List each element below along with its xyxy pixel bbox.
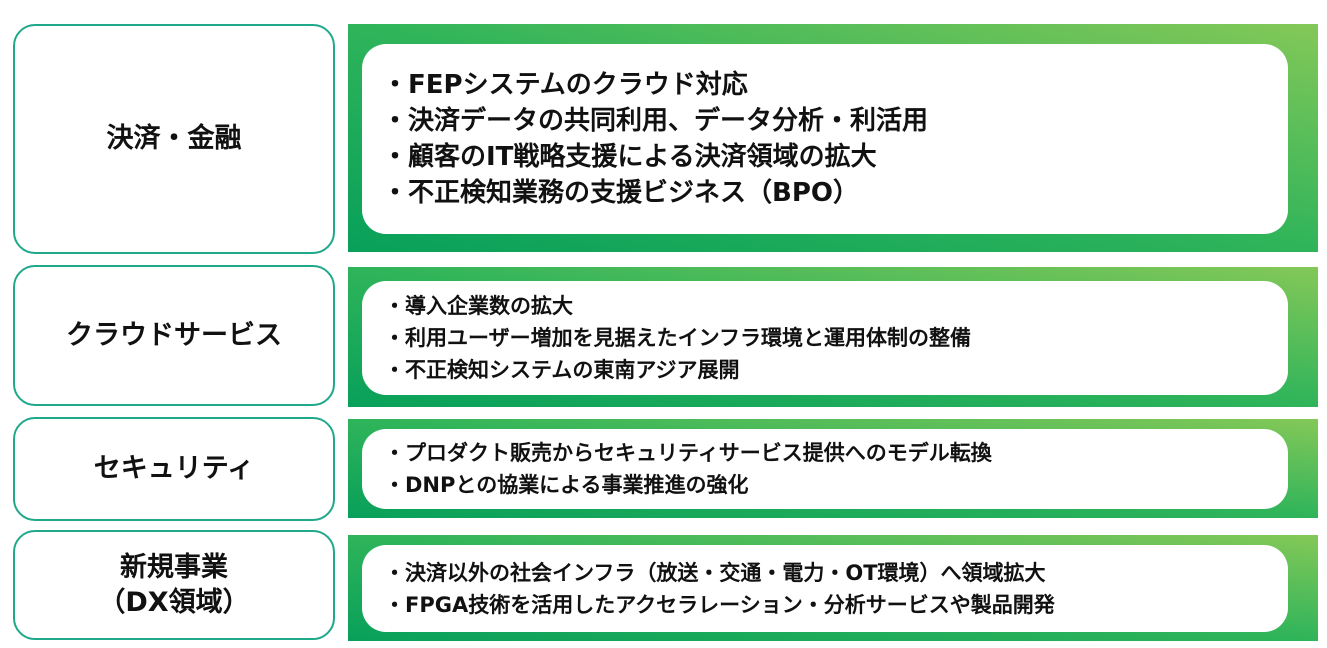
initiatives-band: ・FEPシステムのクラウド対応 ・決済データの共同利用、データ分析・利活用 ・顧… [348,24,1318,252]
initiative-item: ・利用ユーザー増加を見据えたインフラ環境と運用体制の整備 [384,326,971,350]
category-label: クラウドサービス [66,319,282,351]
category-label: セキュリティ [93,453,255,485]
category-label: 決済・金融 [106,123,242,155]
initiatives-card: ・プロダクト販売からセキュリティサービス提供へのモデル転換 ・DNPとの協業によ… [362,429,1288,509]
initiative-item: ・DNPとの協業による事業推進の強化 [384,473,749,497]
row-new-business-dx: 新規事業 （DX領域） ・決済以外の社会インフラ（放送・交通・電力・OT環境）へ… [0,530,1327,642]
row-payment-finance: 決済・金融 ・FEPシステムのクラウド対応 ・決済データの共同利用、データ分析・… [0,24,1327,254]
initiative-item: ・導入企業数の拡大 [384,294,573,318]
category-label-box: 新規事業 （DX領域） [13,530,335,640]
category-label: 新規事業 [120,551,228,583]
category-label-box: セキュリティ [13,417,335,521]
initiative-item: ・決済データの共同利用、データ分析・利活用 [382,106,929,136]
row-cloud-services: クラウドサービス ・導入企業数の拡大 ・利用ユーザー増加を見据えたインフラ環境と… [0,265,1327,408]
category-label-box: クラウドサービス [13,265,335,406]
initiative-item: ・顧客のIT戦略支援による決済領域の拡大 [382,142,877,172]
initiatives-card: ・FEPシステムのクラウド対応 ・決済データの共同利用、データ分析・利活用 ・顧… [362,44,1288,234]
initiative-item: ・決済以外の社会インフラ（放送・交通・電力・OT環境）へ領域拡大 [384,560,1046,585]
initiative-item: ・不正検知業務の支援ビジネス（BPO） [382,178,859,208]
initiatives-band: ・決済以外の社会インフラ（放送・交通・電力・OT環境）へ領域拡大 ・FPGA技術… [348,535,1318,641]
initiative-item: ・不正検知システムの東南アジア展開 [384,358,740,382]
initiative-item: ・FEPシステムのクラウド対応 [382,70,748,100]
initiatives-card: ・導入企業数の拡大 ・利用ユーザー増加を見据えたインフラ環境と運用体制の整備 ・… [362,281,1288,395]
initiatives-band: ・導入企業数の拡大 ・利用ユーザー増加を見据えたインフラ環境と運用体制の整備 ・… [348,267,1318,407]
initiative-item: ・プロダクト販売からセキュリティサービス提供へのモデル転換 [384,441,992,465]
initiatives-card: ・決済以外の社会インフラ（放送・交通・電力・OT環境）へ領域拡大 ・FPGA技術… [362,545,1288,632]
category-label-box: 決済・金融 [13,24,335,254]
category-sublabel: （DX領域） [98,587,250,618]
row-security: セキュリティ ・プロダクト販売からセキュリティサービス提供へのモデル転換 ・DN… [0,417,1327,521]
initiatives-band: ・プロダクト販売からセキュリティサービス提供へのモデル転換 ・DNPとの協業によ… [348,419,1318,518]
initiative-item: ・FPGA技術を活用したアクセラレーション・分析サービスや製品開発 [384,592,1055,617]
